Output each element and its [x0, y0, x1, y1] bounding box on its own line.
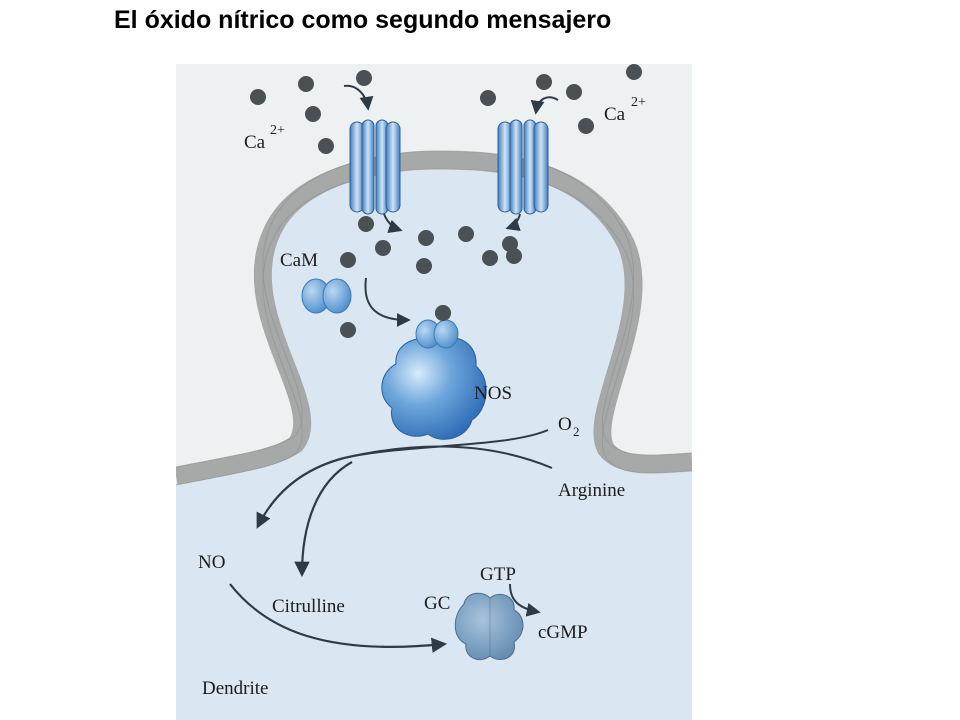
label-ca-right-charge: 2+ [631, 95, 646, 110]
nos-enzyme [381, 305, 487, 440]
calcium-channel-right [497, 119, 549, 215]
label-o2-subscript: 2 [573, 424, 580, 439]
label-o2: O [558, 414, 572, 435]
label-no: NO [198, 552, 225, 573]
cam-binding-arrow [364, 277, 411, 327]
slide-title: El óxido nítrico como segundo mensajero [114, 6, 612, 34]
label-cgmp: cGMP [538, 622, 588, 643]
label-gtp: GTP [480, 564, 516, 585]
arginine-arrow [343, 445, 553, 469]
nitric-oxide-diagram: Ca 2+ Ca 2+ CaM NOS O 2 Arginine NO Citr… [176, 64, 692, 720]
citrulline-production-arrow [294, 461, 353, 578]
label-cam: CaM [280, 250, 318, 271]
calcium-ions [250, 64, 642, 338]
label-ca-right: Ca [604, 104, 626, 125]
no-production-arrow [256, 456, 345, 529]
label-gc: GC [424, 593, 450, 614]
label-ca-left-charge: 2+ [270, 123, 285, 138]
gtp-to-cgmp-arrow [509, 583, 541, 617]
guanylyl-cyclase [454, 592, 524, 660]
label-nos: NOS [474, 383, 512, 404]
label-dendrite: Dendrite [202, 678, 268, 699]
calcium-influx-arrow-right-top [530, 96, 559, 115]
calcium-influx-arrow-left-bottom [383, 213, 403, 234]
label-citrulline: Citrulline [272, 596, 345, 617]
calcium-influx-arrow-right-bottom [505, 213, 521, 232]
plasma-membrane [176, 151, 692, 485]
label-ca-left: Ca [244, 132, 266, 153]
calcium-influx-arrow-left-top [343, 84, 374, 111]
calmodulin [301, 278, 352, 314]
calcium-channel-left [349, 119, 401, 215]
no-to-gc-arrow [229, 583, 448, 653]
label-arginine: Arginine [558, 480, 625, 501]
